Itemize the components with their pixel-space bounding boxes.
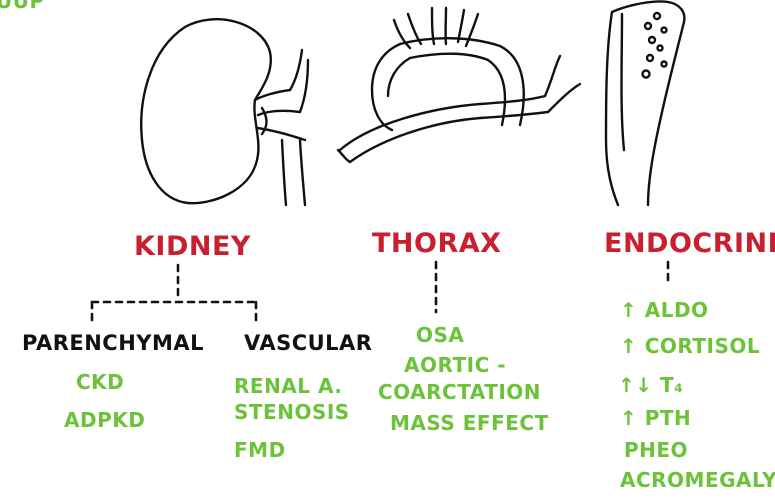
heading-endocrine: ENDOCRINE xyxy=(604,230,775,257)
vascular-item: RENAL A. xyxy=(234,376,342,396)
endocrine-item: PHEO xyxy=(624,440,688,460)
parenchymal-item: CKD xyxy=(76,372,124,392)
endocrine-item: ↑ ALDO xyxy=(620,300,709,320)
thorax-item: AORTIC - xyxy=(404,355,506,375)
heading-thorax: THORAX xyxy=(372,230,501,257)
endocrine-item: ACROMEGALY xyxy=(620,470,775,490)
parenchymal-item: ADPKD xyxy=(64,410,145,430)
thorax-item: OSA xyxy=(416,325,464,345)
vascular-item: STENOSIS xyxy=(234,402,350,422)
vascular-item: FMD xyxy=(234,440,286,460)
thorax-item: MASS EFFECT xyxy=(390,413,549,433)
category-parenchymal: PARENCHYMAL xyxy=(22,333,204,354)
endocrine-item: ↑↓ T₄ xyxy=(618,375,683,395)
thorax-item: COARCTATION xyxy=(378,382,541,402)
category-vascular: VASCULAR xyxy=(244,333,372,354)
heading-kidney: KIDNEY xyxy=(134,233,251,260)
endocrine-item: ↑ PTH xyxy=(620,408,691,428)
endocrine-item: ↑ CORTISOL xyxy=(620,336,760,356)
